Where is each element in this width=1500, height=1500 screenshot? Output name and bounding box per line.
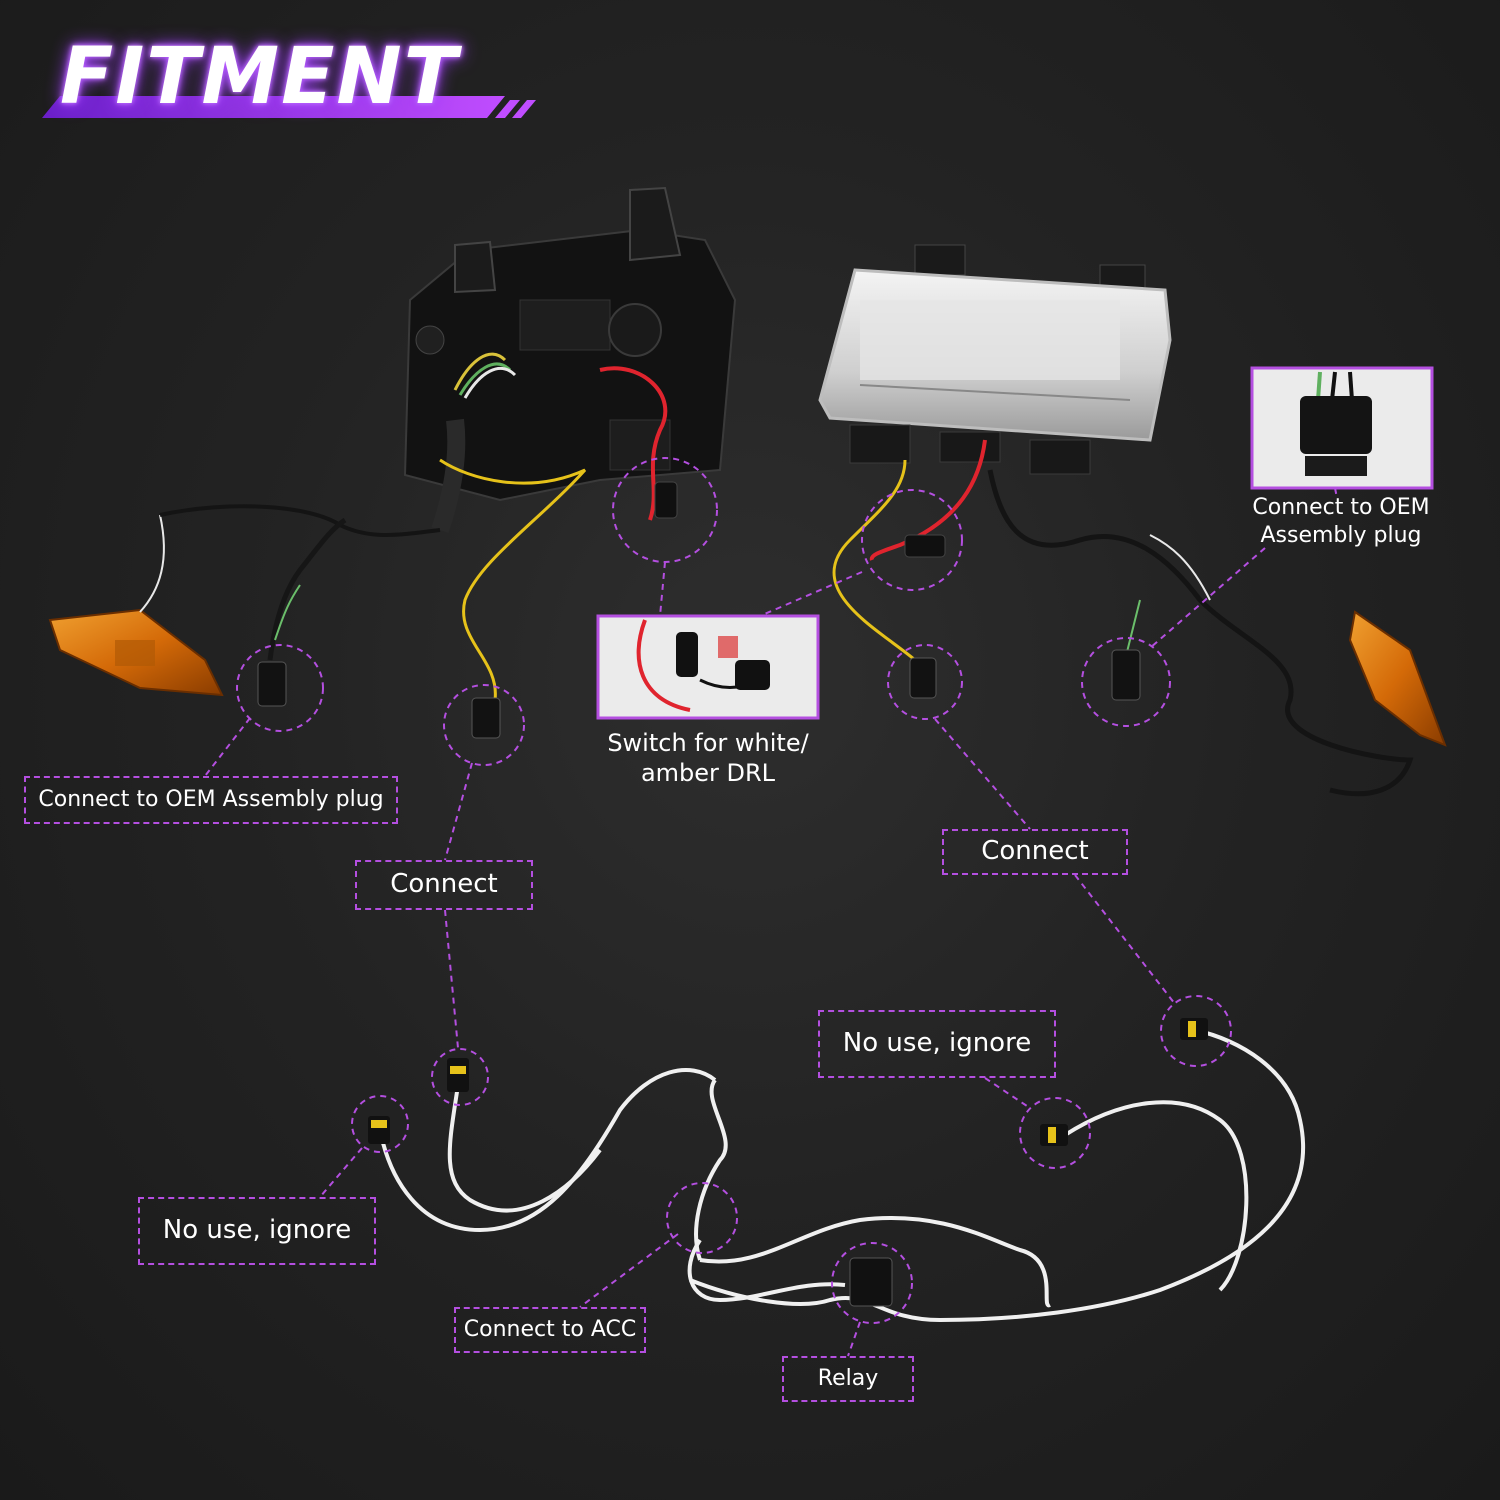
- leader-lines: [204, 487, 1338, 1357]
- label-oem-right: Connect to OEM Assembly plug: [1252, 495, 1430, 548]
- fitment-title: FITMENT: [30, 26, 550, 126]
- label-connect-left: Connect: [355, 860, 533, 910]
- label-no-use-right: No use, ignore: [818, 1010, 1056, 1078]
- fuse-detail-box: [596, 614, 820, 720]
- oem-plug-detail-box: [1250, 366, 1434, 490]
- drl-lamp-icon: [818, 244, 1172, 475]
- fuse-holder-icon: [654, 481, 946, 558]
- relay-box-icon: [849, 1257, 893, 1307]
- headlight-housing-icon: [403, 186, 737, 533]
- side-marker-right-icon: [1348, 610, 1447, 747]
- yellow-seal-connectors: [368, 1018, 1208, 1146]
- label-no-use-left: No use, ignore: [138, 1197, 376, 1265]
- page-title: FITMENT: [60, 32, 459, 122]
- highlight-circles: [236, 457, 1232, 1324]
- relay-harness: [378, 1028, 1306, 1323]
- label-acc: Connect to ACC: [454, 1307, 646, 1353]
- label-relay: Relay: [782, 1356, 914, 1402]
- connector-plug-icon: [257, 649, 1141, 739]
- label-switch-drl: Switch for white/ amber DRL: [607, 729, 809, 787]
- label-connect-right: Connect: [942, 829, 1128, 875]
- side-marker-left-icon: [48, 608, 224, 697]
- label-oem-left: Connect to OEM Assembly plug: [24, 776, 398, 824]
- title-underline: [42, 96, 536, 118]
